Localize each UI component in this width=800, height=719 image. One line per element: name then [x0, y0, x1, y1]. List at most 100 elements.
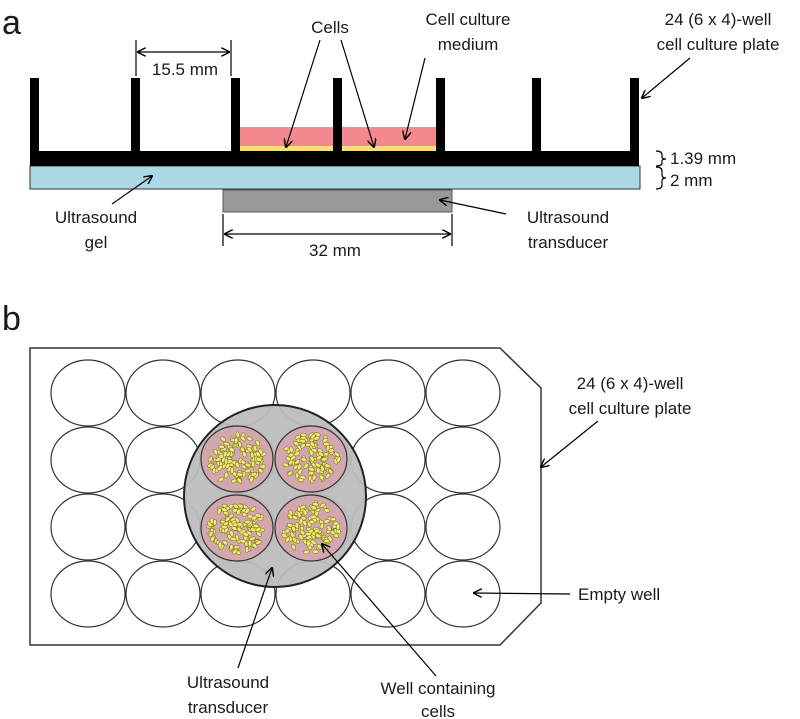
cell — [302, 520, 308, 527]
cell — [246, 446, 253, 453]
cell — [327, 468, 334, 475]
cell — [244, 468, 251, 474]
cell — [300, 442, 306, 449]
cell — [297, 463, 302, 470]
cell — [252, 445, 258, 452]
well-spacing-label: 15.5 mm — [152, 60, 218, 79]
cell — [289, 531, 295, 538]
transducer-label-line1: Ultrasound — [527, 208, 609, 227]
cell — [239, 538, 247, 544]
medium-label-line2: medium — [438, 35, 498, 54]
well — [425, 493, 501, 561]
cell — [282, 462, 289, 468]
cell — [327, 535, 333, 542]
cell — [255, 439, 260, 447]
cell — [312, 549, 319, 554]
cell — [207, 456, 213, 463]
cell — [240, 435, 246, 442]
cell — [223, 450, 228, 458]
cell — [255, 540, 262, 545]
cell — [255, 457, 263, 462]
cell — [321, 457, 328, 462]
well — [425, 426, 501, 494]
well — [350, 560, 426, 628]
cell — [250, 472, 257, 477]
cell — [324, 463, 331, 469]
cell — [318, 474, 324, 481]
cell — [315, 533, 322, 539]
plate-base — [30, 151, 639, 166]
cell — [244, 462, 252, 468]
plate-label-line2: cell culture plate — [657, 35, 780, 54]
cell — [293, 440, 300, 447]
cell — [242, 451, 247, 458]
panel-b-letter: b — [2, 300, 21, 338]
cell — [223, 441, 230, 447]
cell — [251, 460, 256, 468]
panel-b: b 24 (6 x 4)-well cell culture plate Emp… — [2, 300, 691, 719]
well — [50, 493, 126, 561]
cell — [302, 509, 308, 516]
cell — [233, 503, 239, 509]
cell — [237, 503, 244, 509]
cell — [221, 524, 228, 530]
cells-label: Cells — [311, 18, 349, 37]
cell — [286, 522, 293, 528]
cell — [300, 457, 307, 462]
cell — [230, 536, 237, 542]
cell — [303, 462, 309, 469]
cell — [308, 466, 315, 472]
transducer-b-label-line1: Ultrasound — [187, 673, 269, 692]
cell — [257, 467, 264, 474]
cell-cluster — [207, 431, 267, 484]
cell — [319, 502, 326, 508]
cell — [319, 522, 325, 530]
well — [425, 560, 501, 628]
cell — [224, 471, 229, 479]
cell — [297, 468, 303, 475]
cell — [310, 514, 317, 519]
cell — [322, 437, 329, 443]
cell — [232, 548, 238, 555]
transducer-b-label-line2: transducer — [188, 698, 269, 717]
cell — [218, 476, 225, 482]
bottom-thickness-label: 1.39 mm — [670, 149, 736, 168]
cell — [298, 518, 304, 525]
cell — [210, 535, 215, 543]
plate-b-label-line1: 24 (6 x 4)-well — [577, 374, 684, 393]
plate-label-line1: 24 (6 x 4)-well — [665, 10, 772, 29]
ultrasound-gel-layer — [29, 165, 641, 190]
cell — [316, 467, 321, 474]
cell — [294, 522, 299, 529]
cell — [208, 531, 214, 538]
cell — [313, 436, 320, 441]
cell — [300, 432, 307, 438]
cell — [307, 470, 315, 476]
cell — [311, 447, 318, 453]
cell — [287, 513, 293, 520]
well — [425, 359, 501, 427]
cell — [336, 523, 341, 531]
cell — [229, 530, 234, 537]
cell — [236, 508, 241, 516]
cell — [259, 464, 267, 469]
cell-cluster — [281, 500, 342, 555]
cell — [334, 451, 340, 457]
cell — [244, 546, 250, 553]
cell — [299, 439, 306, 444]
cell-cluster — [282, 432, 341, 484]
cell — [325, 472, 331, 479]
cell — [213, 448, 218, 456]
gel-label-line2: gel — [85, 233, 108, 252]
cell — [336, 456, 341, 463]
cell — [323, 519, 330, 524]
cell — [228, 521, 234, 528]
cell — [234, 437, 239, 444]
cell — [290, 455, 296, 461]
cell — [236, 522, 244, 527]
cell — [250, 506, 257, 512]
gel-thickness-label: 2 mm — [670, 171, 713, 190]
cell — [255, 451, 261, 458]
ultrasound-transducer-block — [222, 189, 453, 213]
